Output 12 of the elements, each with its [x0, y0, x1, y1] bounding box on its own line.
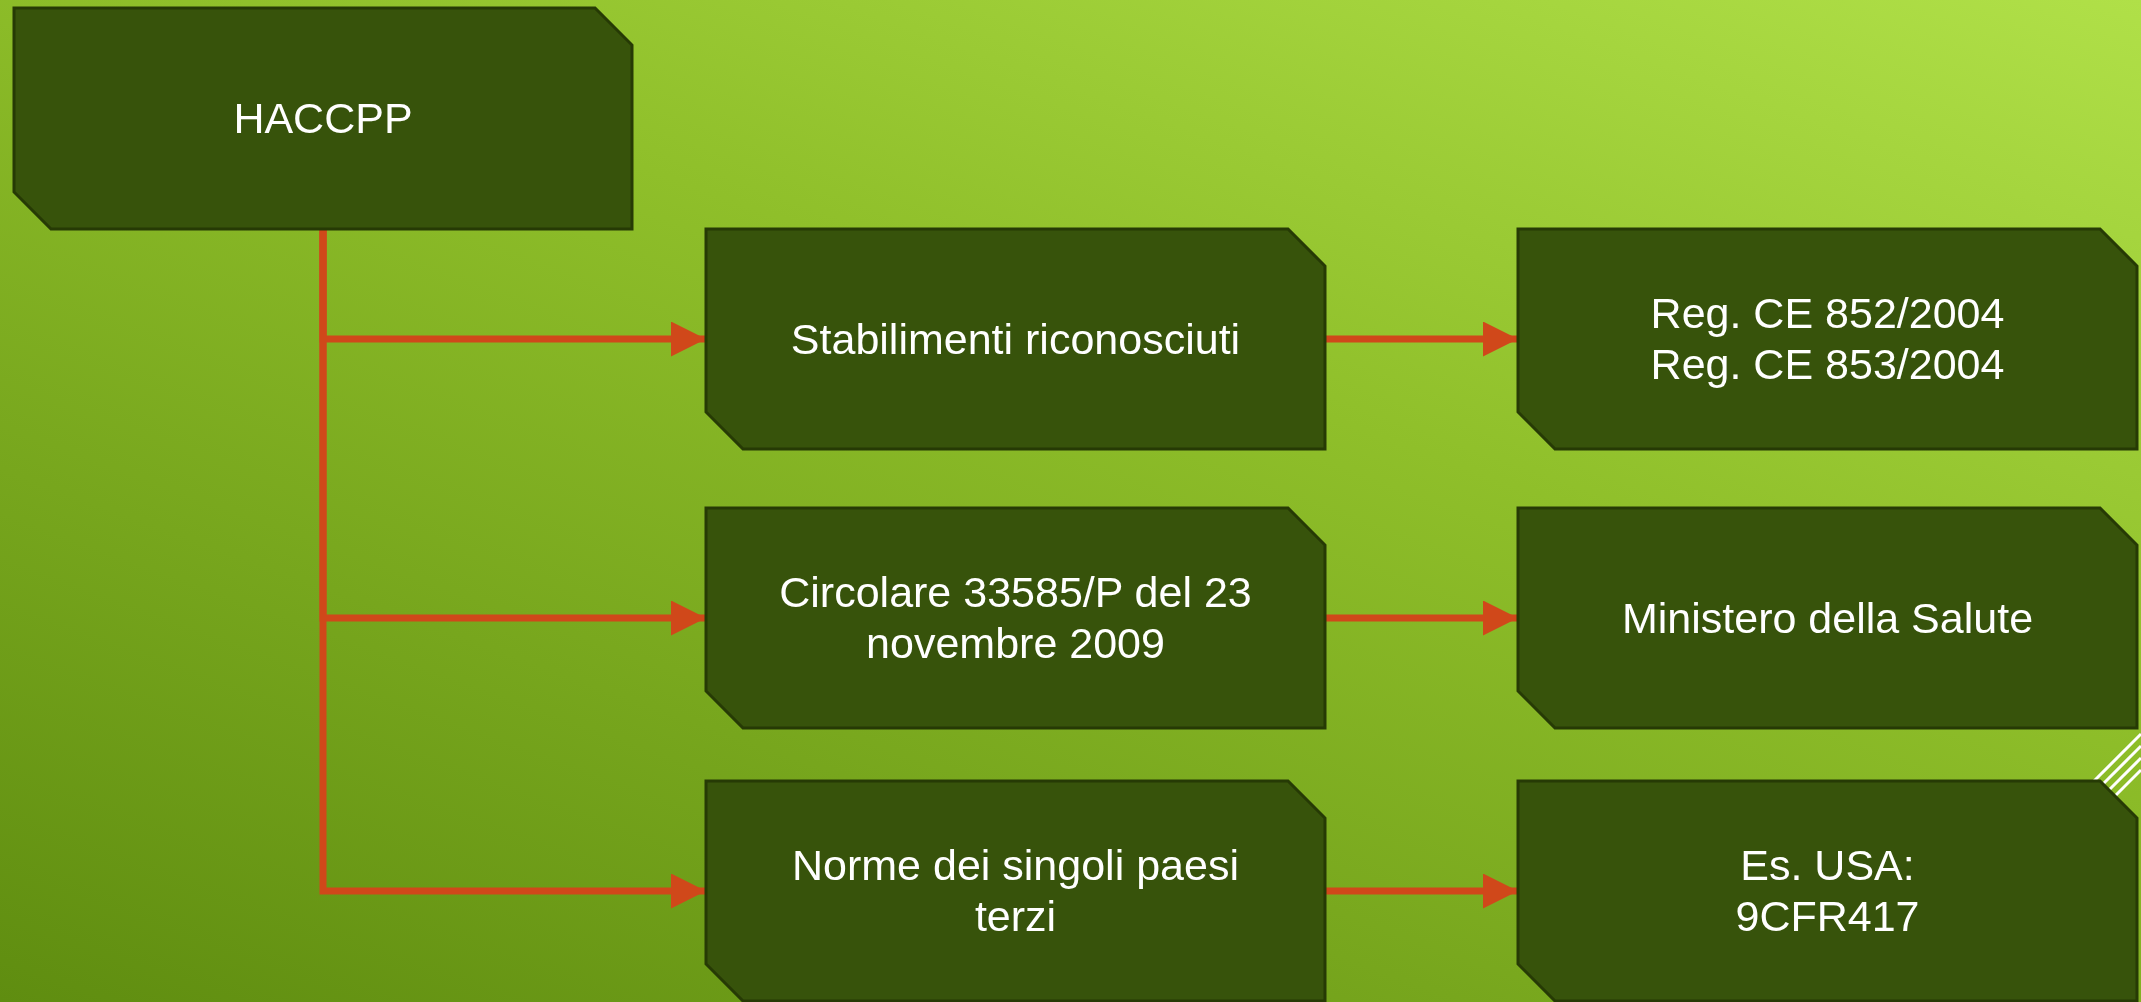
arrow — [319, 229, 706, 909]
box-text: Stabilimenti riconosciuti — [790, 313, 1241, 365]
box-text: Es. USA: 9CFR417 — [1734, 840, 1921, 942]
arrow — [1325, 321, 1518, 357]
arrow — [1325, 873, 1518, 909]
arrow — [1325, 600, 1518, 636]
box-text: Reg. CE 853/2004 — [1650, 339, 2005, 390]
box-text: HACCPP — [233, 93, 413, 144]
box-text: Circolare 33585/P del 23 novembre 2009 — [778, 567, 1253, 669]
box-text: Norme dei singoli paesi terzi — [791, 840, 1240, 942]
box-text: Reg. CE 852/2004 — [1650, 288, 2005, 339]
box-text: Ministero della Salute — [1621, 592, 2034, 644]
